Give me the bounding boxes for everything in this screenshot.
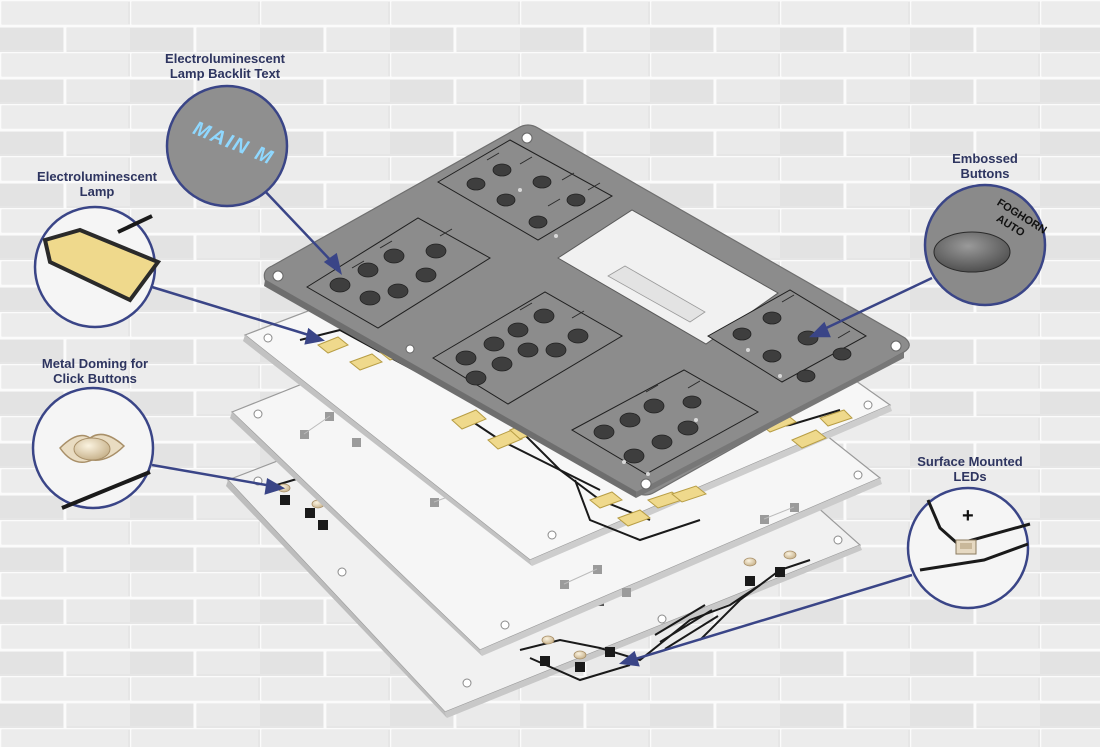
label-metal-doming-line2: Click Buttons (53, 371, 137, 386)
label-smd-leds-line2: LEDs (953, 469, 987, 484)
button-group-left (306, 217, 491, 329)
embossed-button-icon (933, 231, 1011, 273)
button-group-bottom (570, 369, 760, 475)
label-metal-doming-line1: Metal Doming for (41, 356, 149, 371)
label-el-backlit: Electroluminescent Lamp Backlit Text (145, 51, 305, 81)
layer-graphic-overlay (263, 124, 910, 498)
callout-circle-el-lamp (33, 205, 162, 329)
label-el-backlit-line1: Electroluminescent (165, 51, 285, 66)
label-el-lamp-line2: Lamp (79, 184, 115, 199)
label-metal-doming: Metal Doming for Click Buttons (20, 356, 170, 386)
callout-circle-smd-leds: + (906, 486, 1031, 610)
plus-icon: + (962, 505, 974, 527)
button-group-right (707, 289, 868, 383)
metal-dome-icon (59, 433, 126, 463)
callout-pointers (151, 187, 933, 667)
button-label-marks (351, 152, 851, 393)
led-indicator-dots (518, 188, 782, 476)
el-lamp-icon (42, 227, 162, 303)
smd-led-icon (955, 539, 977, 555)
display-window-cutout (557, 209, 779, 345)
label-embossed-line2: Buttons (960, 166, 1010, 181)
callout-circle-metal-doming (31, 386, 155, 510)
label-smd-leds: Surface Mounted LEDs (898, 454, 1042, 484)
label-el-lamp-line1: Electroluminescent (37, 169, 157, 184)
label-embossed-line1: Embossed (952, 151, 1018, 166)
button-group-top (437, 139, 614, 241)
label-el-backlit-line2: Lamp Backlit Text (169, 66, 281, 81)
overlay-buttons (329, 163, 852, 464)
label-el-lamp: Electroluminescent Lamp (22, 169, 172, 199)
label-smd-leds-line1: Surface Mounted (917, 454, 1023, 469)
label-embossed: Embossed Buttons (935, 151, 1035, 181)
